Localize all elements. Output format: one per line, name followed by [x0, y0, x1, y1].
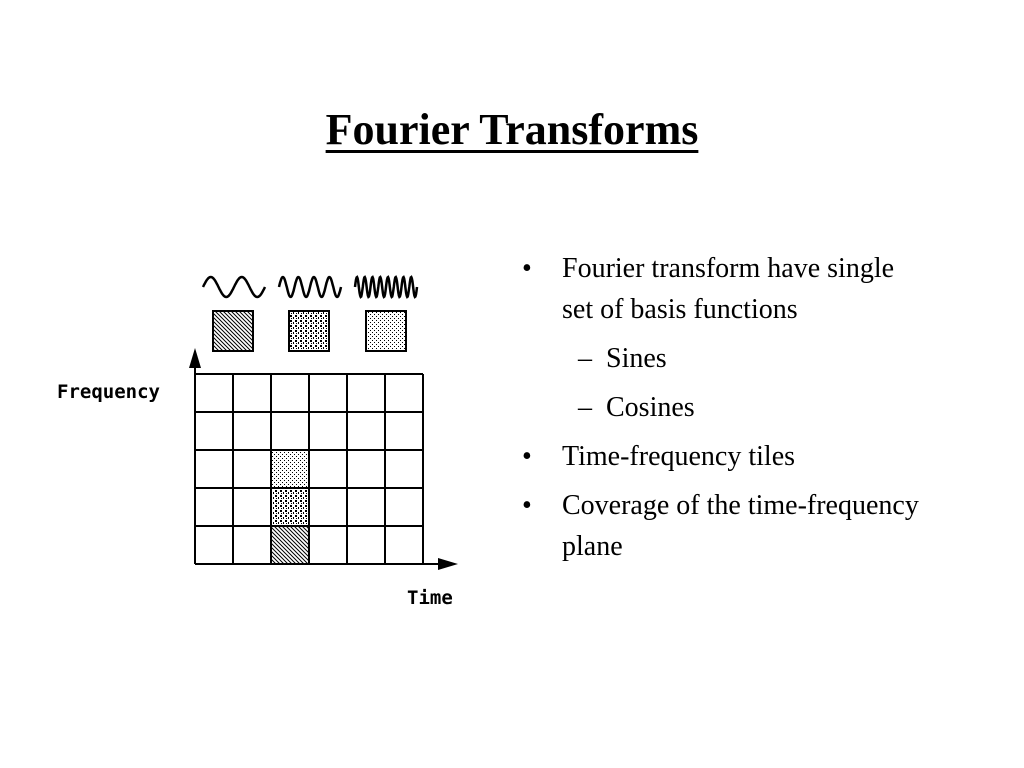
wave-mid-icon [277, 275, 343, 299]
bullet-marker: • [522, 441, 532, 472]
bullet-item: • Fourier transform have single set of ba… [522, 248, 922, 330]
dash-marker: – [578, 392, 592, 423]
slide-title-text: Fourier Transforms [325, 105, 699, 154]
sub-bullet-item: –Cosines [522, 387, 922, 428]
bullet-item: • Time-frequency tiles [522, 436, 922, 477]
dash-marker: – [578, 343, 592, 374]
basis-waves [201, 275, 419, 299]
highlighted-tiles [271, 450, 309, 564]
sub-bullet-item: –Sines [522, 338, 922, 379]
slide-title: Fourier Transforms [0, 104, 1024, 155]
basis-swatches [212, 310, 407, 352]
bullet-text: Sines [606, 343, 667, 374]
bullet-list: • Fourier transform have single set of ba… [522, 248, 922, 575]
bullet-text: Fourier transform have single set of bas… [562, 253, 895, 325]
x-axis-label: Time [407, 587, 453, 609]
tile-diagonal-hatch [271, 526, 309, 564]
bullet-marker: • [522, 253, 532, 284]
bullet-text: Time-frequency tiles [562, 441, 796, 472]
x-axis-arrow-icon [438, 558, 458, 570]
bullet-text: Cosines [606, 392, 695, 423]
bullet-text: Coverage of the time-frequency plane [562, 490, 919, 562]
wave-low-icon [201, 275, 267, 299]
swatch-high [365, 310, 407, 352]
tile-sparse-dots [271, 450, 309, 488]
wave-high-icon [353, 275, 419, 299]
bullet-marker: • [522, 490, 532, 521]
bullet-item: • Coverage of the time-frequency plane [522, 485, 922, 567]
swatch-low [212, 310, 254, 352]
swatch-mid [288, 310, 330, 352]
tf-grid [194, 373, 424, 565]
y-axis-label: Frequency [57, 381, 160, 403]
tile-dense-dots [271, 488, 309, 526]
y-axis-arrow-icon [189, 348, 201, 368]
axes [189, 348, 458, 570]
